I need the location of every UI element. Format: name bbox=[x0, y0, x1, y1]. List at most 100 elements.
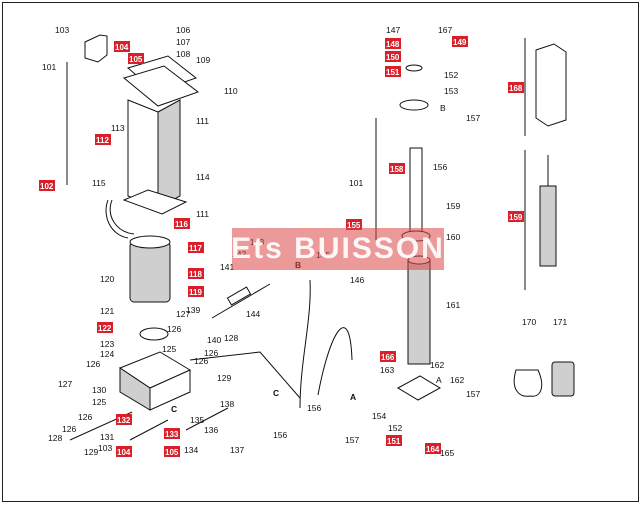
hl-150: 150 bbox=[385, 51, 401, 62]
label-123: 123 bbox=[100, 339, 114, 349]
label-137: 137 bbox=[230, 445, 244, 455]
label-126-c: 126 bbox=[62, 424, 76, 434]
svg-text:119: 119 bbox=[189, 288, 202, 297]
housing-base-drawing bbox=[122, 189, 188, 215]
label-147: 147 bbox=[386, 25, 400, 35]
hl-164: 164 bbox=[425, 443, 441, 454]
label-126-d: 126 bbox=[167, 324, 181, 334]
svg-text:151: 151 bbox=[387, 437, 401, 446]
label-A-right: A bbox=[436, 375, 442, 385]
hl-155: 155 bbox=[346, 219, 362, 230]
label-114: 114 bbox=[196, 172, 210, 182]
highlighted-labels: 104 105 112 102 116 117 118 119 122 132 … bbox=[39, 36, 524, 457]
bracket-drawing bbox=[84, 34, 108, 63]
hl-151-b: 151 bbox=[386, 435, 402, 446]
svg-text:151: 151 bbox=[386, 68, 400, 77]
label-138: 138 bbox=[220, 399, 234, 409]
hl-104: 104 bbox=[114, 41, 130, 52]
svg-text:148: 148 bbox=[386, 40, 400, 49]
hose-145-drawing bbox=[299, 279, 311, 409]
label-134: 134 bbox=[184, 445, 198, 455]
hl-102: 102 bbox=[39, 180, 55, 191]
label-120: 120 bbox=[100, 274, 114, 284]
label-124: 124 bbox=[100, 349, 114, 359]
svg-text:104: 104 bbox=[115, 43, 129, 52]
label-159-a: 159 bbox=[446, 201, 460, 211]
label-126-e: 126 bbox=[204, 348, 218, 358]
hl-104-b: 104 bbox=[116, 446, 132, 457]
label-171: 171 bbox=[553, 317, 567, 327]
label-B-right: B bbox=[440, 103, 446, 113]
label-140: 140 bbox=[207, 335, 221, 345]
base-side-drawing bbox=[149, 369, 191, 411]
label-128-a: 128 bbox=[48, 433, 62, 443]
hl-117: 117 bbox=[188, 242, 204, 253]
label-127-b: 127 bbox=[176, 309, 190, 319]
label-135: 135 bbox=[190, 415, 204, 425]
label-127-a: 127 bbox=[58, 379, 72, 389]
piston-rod-drawing bbox=[409, 147, 423, 239]
label-101: 101 bbox=[42, 62, 56, 72]
label-110: 110 bbox=[224, 86, 238, 96]
connector-line-drawing bbox=[189, 351, 301, 399]
label-108: 108 bbox=[176, 49, 190, 59]
washer-drawing bbox=[405, 64, 423, 72]
svg-text:116: 116 bbox=[175, 220, 188, 229]
motor-top-drawing bbox=[129, 235, 171, 249]
hl-105-b: 105 bbox=[164, 446, 180, 457]
svg-text:112: 112 bbox=[96, 136, 109, 145]
assembly-168-drawing bbox=[535, 43, 567, 127]
oil-can-170-drawing bbox=[513, 369, 543, 397]
svg-text:164: 164 bbox=[426, 445, 440, 454]
label-126-f: 126 bbox=[194, 356, 208, 366]
label-126-b: 126 bbox=[78, 412, 92, 422]
part-labels: 103 101 106 107 108 109 110 111 113 114 … bbox=[42, 25, 567, 458]
label-106: 106 bbox=[176, 25, 190, 35]
valve-stem-drawing bbox=[211, 283, 271, 319]
svg-text:122: 122 bbox=[98, 324, 112, 333]
hl-112: 112 bbox=[95, 134, 111, 145]
label-156-c: 156 bbox=[433, 162, 447, 172]
callout-letters: B A C C bbox=[171, 260, 356, 414]
label-125-a: 125 bbox=[92, 397, 106, 407]
svg-text:105: 105 bbox=[165, 448, 179, 457]
callout-C-left: C bbox=[273, 388, 279, 398]
label-103: 103 bbox=[55, 25, 69, 35]
svg-text:150: 150 bbox=[386, 53, 400, 62]
label-167: 167 bbox=[438, 25, 452, 35]
motor-drawing bbox=[129, 241, 171, 303]
svg-text:133: 133 bbox=[165, 430, 179, 439]
label-128-b: 128 bbox=[224, 333, 238, 343]
cylinder-161-drawing bbox=[407, 259, 431, 365]
oil-bottle-171-drawing bbox=[551, 361, 575, 397]
label-152-b: 152 bbox=[388, 423, 402, 433]
label-162-b: 162 bbox=[450, 375, 464, 385]
cylinder-foot-drawing bbox=[396, 375, 442, 401]
svg-text:166: 166 bbox=[381, 353, 395, 362]
label-111-bottom: 111 bbox=[196, 209, 209, 219]
label-125-b: 125 bbox=[162, 344, 176, 354]
label-160: 160 bbox=[446, 232, 460, 242]
svg-text:104: 104 bbox=[117, 448, 131, 457]
hl-105: 105 bbox=[128, 53, 144, 64]
top-plate-drawing bbox=[122, 65, 200, 107]
valve-body-drawing bbox=[226, 286, 252, 306]
label-154: 154 bbox=[372, 411, 386, 421]
label-121: 121 bbox=[100, 306, 114, 316]
label-109: 109 bbox=[196, 55, 210, 65]
svg-text:149: 149 bbox=[453, 38, 467, 47]
hl-118: 118 bbox=[188, 268, 204, 279]
hl-149: 149 bbox=[452, 36, 468, 47]
svg-text:102: 102 bbox=[40, 182, 54, 191]
svg-text:159: 159 bbox=[509, 213, 523, 222]
label-113: 113 bbox=[111, 123, 125, 133]
callout-A-left: A bbox=[350, 392, 356, 402]
svg-text:168: 168 bbox=[509, 84, 523, 93]
rod-138-drawing bbox=[185, 407, 229, 431]
label-129-b: 129 bbox=[217, 373, 231, 383]
label-162-a: 162 bbox=[430, 360, 444, 370]
label-152-a: 152 bbox=[444, 70, 458, 80]
label-139: 139 bbox=[186, 305, 200, 315]
